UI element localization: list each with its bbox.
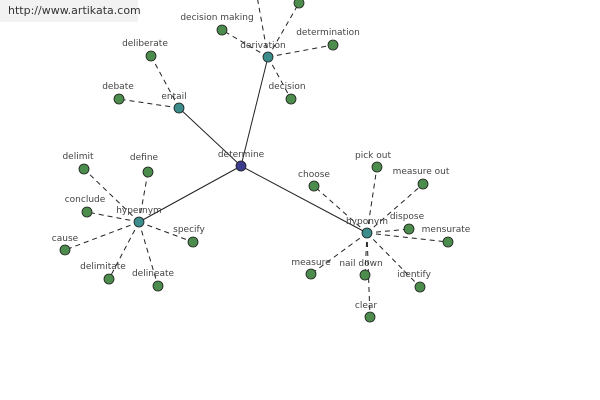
node-hypernym[interactable] bbox=[133, 216, 145, 228]
label-choose: choose bbox=[298, 170, 330, 180]
node-cause[interactable] bbox=[59, 244, 71, 256]
label-determination: determination bbox=[296, 28, 360, 38]
label-conclude: conclude bbox=[65, 195, 106, 205]
watermark-url: http://www.artikata.com bbox=[8, 4, 141, 17]
edge-determine-derivation bbox=[240, 56, 269, 167]
edge-derivation-offscreen-top-2 bbox=[267, 2, 300, 58]
node-determination[interactable] bbox=[327, 39, 339, 51]
label-debate: debate bbox=[102, 82, 134, 92]
edges-group bbox=[64, 0, 449, 318]
edge-hyponym-choose bbox=[313, 185, 368, 234]
node-delimitate[interactable] bbox=[103, 273, 115, 285]
node-mensurate[interactable] bbox=[442, 236, 454, 248]
edge-derivation-offscreen-top-1 bbox=[257, 0, 269, 58]
node-delimit[interactable] bbox=[78, 163, 90, 175]
label-delineate: delineate bbox=[132, 269, 175, 279]
edge-entail-debate bbox=[118, 98, 180, 109]
node-dispose[interactable] bbox=[403, 223, 415, 235]
edge-determine-hypernym bbox=[138, 165, 242, 223]
node-choose[interactable] bbox=[308, 180, 320, 192]
edge-determine-entail bbox=[178, 107, 242, 167]
label-entail: entail bbox=[161, 92, 186, 102]
label-delimitate: delimitate bbox=[80, 262, 126, 272]
node-conclude[interactable] bbox=[81, 206, 93, 218]
edge-hyponym-identify bbox=[366, 232, 421, 288]
edge-hyponym-measure bbox=[310, 232, 368, 275]
node-nail-down[interactable] bbox=[359, 269, 371, 281]
label-identify: identify bbox=[397, 270, 431, 280]
edge-hypernym-delimitate bbox=[108, 221, 140, 280]
label-determine: determine bbox=[218, 150, 265, 160]
label-hypernym: hypernym bbox=[116, 206, 162, 216]
node-delineate[interactable] bbox=[152, 280, 164, 292]
edge-derivation-determination bbox=[267, 44, 334, 58]
node-measure-out[interactable] bbox=[417, 178, 429, 190]
label-pick-out: pick out bbox=[355, 151, 391, 161]
node-hyponym[interactable] bbox=[361, 227, 373, 239]
label-mensurate: mensurate bbox=[422, 225, 471, 235]
label-cause: cause bbox=[52, 234, 79, 244]
node-define[interactable] bbox=[142, 166, 154, 178]
node-entail[interactable] bbox=[173, 102, 185, 114]
edge-hypernym-cause bbox=[64, 221, 140, 251]
edge-hyponym-measure-out bbox=[366, 183, 424, 234]
node-clear[interactable] bbox=[364, 311, 376, 323]
edge-entail-deliberate bbox=[150, 55, 180, 109]
edge-hypernym-specify bbox=[138, 221, 194, 243]
label-specify: specify bbox=[173, 225, 205, 235]
label-decision-making: decision making bbox=[180, 13, 253, 23]
node-deliberate[interactable] bbox=[145, 50, 157, 62]
edge-hyponym-mensurate bbox=[366, 232, 449, 243]
label-nail-down: nail down bbox=[339, 259, 382, 269]
edge-hyponym-dispose bbox=[366, 228, 410, 234]
edge-derivation-decision bbox=[267, 56, 292, 100]
nodes-group bbox=[59, 0, 454, 323]
labels-group: determine derivation decision making determ… bbox=[52, 13, 471, 311]
label-define: define bbox=[130, 153, 159, 163]
label-deliberate: deliberate bbox=[122, 39, 168, 49]
node-pick-out[interactable] bbox=[371, 161, 383, 173]
node-debate[interactable] bbox=[113, 93, 125, 105]
node-decision[interactable] bbox=[285, 93, 297, 105]
label-measure-out: measure out bbox=[393, 167, 450, 177]
label-hyponym: hyponym bbox=[346, 217, 388, 227]
label-delimit: delimit bbox=[62, 152, 94, 162]
node-derivation[interactable] bbox=[262, 51, 274, 63]
watermark-banner: http://www.artikata.com bbox=[0, 0, 141, 22]
edge-hypernym-delimit bbox=[83, 168, 140, 223]
node-identify[interactable] bbox=[414, 281, 426, 293]
label-derivation: derivation bbox=[240, 41, 286, 51]
label-dispose: dispose bbox=[390, 212, 425, 222]
edge-hyponym-pick-out bbox=[366, 166, 378, 234]
node-decision-making[interactable] bbox=[216, 24, 228, 36]
node-determine[interactable] bbox=[235, 160, 247, 172]
label-decision: decision bbox=[268, 82, 305, 92]
node-offscreen-top-2[interactable] bbox=[293, 0, 305, 9]
edge-hypernym-delineate bbox=[138, 221, 159, 287]
label-measure: measure bbox=[291, 258, 331, 268]
edge-determine-hyponym bbox=[240, 165, 368, 234]
node-specify[interactable] bbox=[187, 236, 199, 248]
edge-hyponym-nail-down bbox=[364, 232, 368, 276]
node-measure[interactable] bbox=[305, 268, 317, 280]
label-clear: clear bbox=[355, 301, 378, 311]
